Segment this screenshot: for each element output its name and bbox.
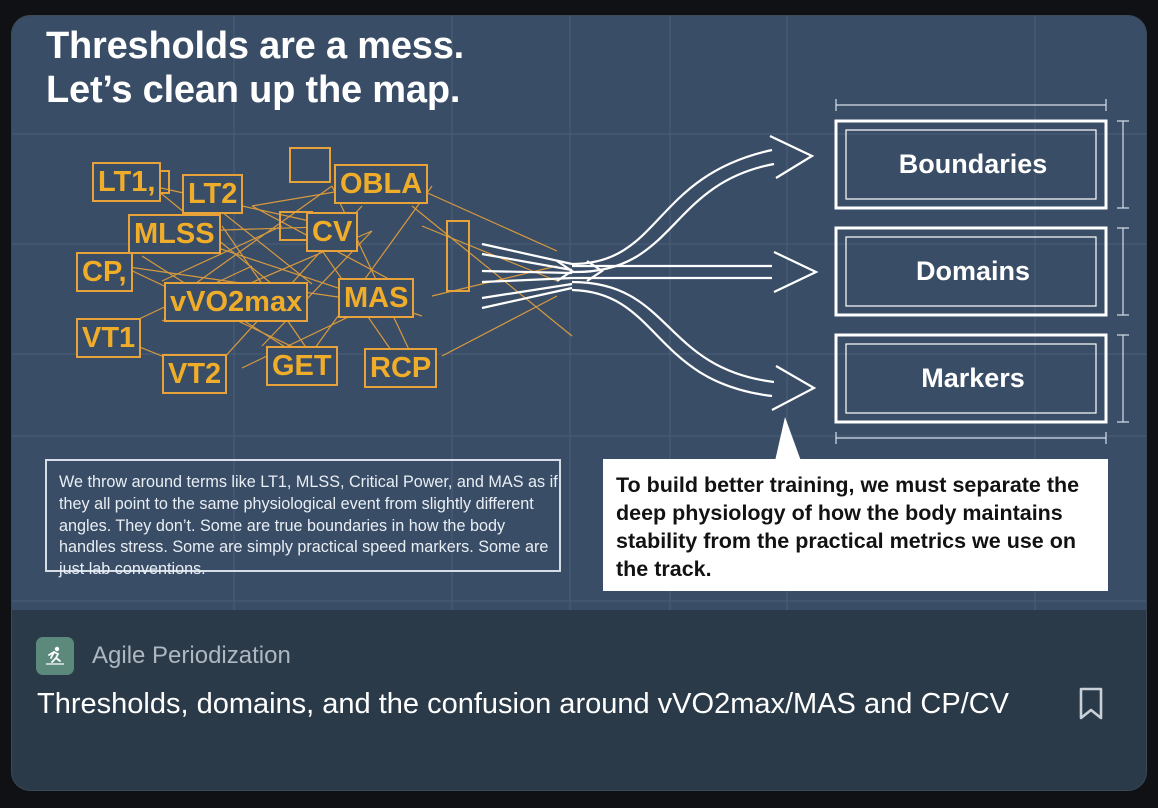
post-card[interactable]: Thresholds are a mess. Let’s clean up th… xyxy=(12,16,1146,790)
term-rcp: RCP xyxy=(364,348,438,388)
bookmark-button[interactable] xyxy=(1076,686,1106,722)
explanation-note: We throw around terms like LT1, MLSS, Cr… xyxy=(45,459,561,578)
category-boundaries: Boundaries xyxy=(898,148,1048,179)
hero-title-line-1: Thresholds are a mess. xyxy=(46,25,465,67)
term-vvo2max: vVO2max xyxy=(164,282,309,322)
term-lt1: LT1, xyxy=(92,162,162,202)
post-meta: Agile Periodization Thresholds, domains,… xyxy=(12,610,1146,790)
post-title[interactable]: Thresholds, domains, and the confusion a… xyxy=(37,688,1010,720)
callout-bubble: To build better training, we must separa… xyxy=(603,417,1108,591)
term-obla: OBLA xyxy=(334,164,429,204)
term-vt2: VT2 xyxy=(162,354,228,394)
category-domains: Domains xyxy=(915,255,1031,286)
runner-logo-icon[interactable] xyxy=(36,637,74,675)
bookmark-icon xyxy=(1079,687,1103,720)
term-get: GET xyxy=(266,346,338,386)
publication-name[interactable]: Agile Periodization xyxy=(92,642,291,669)
hero-image[interactable]: Thresholds are a mess. Let’s clean up th… xyxy=(12,16,1146,610)
category-markers: Markers xyxy=(921,362,1025,393)
term-mlss: MLSS xyxy=(128,214,221,254)
term-cv: CV xyxy=(306,212,359,252)
term-vt1: VT1 xyxy=(76,318,142,358)
term-cp: CP, xyxy=(76,252,133,292)
term-mas: MAS xyxy=(338,278,415,318)
hero-title-line-2: Let’s clean up the map. xyxy=(46,69,461,111)
term-lt2: LT2 xyxy=(182,174,244,214)
hero-title: Thresholds are a mess. Let’s clean up th… xyxy=(46,24,464,112)
